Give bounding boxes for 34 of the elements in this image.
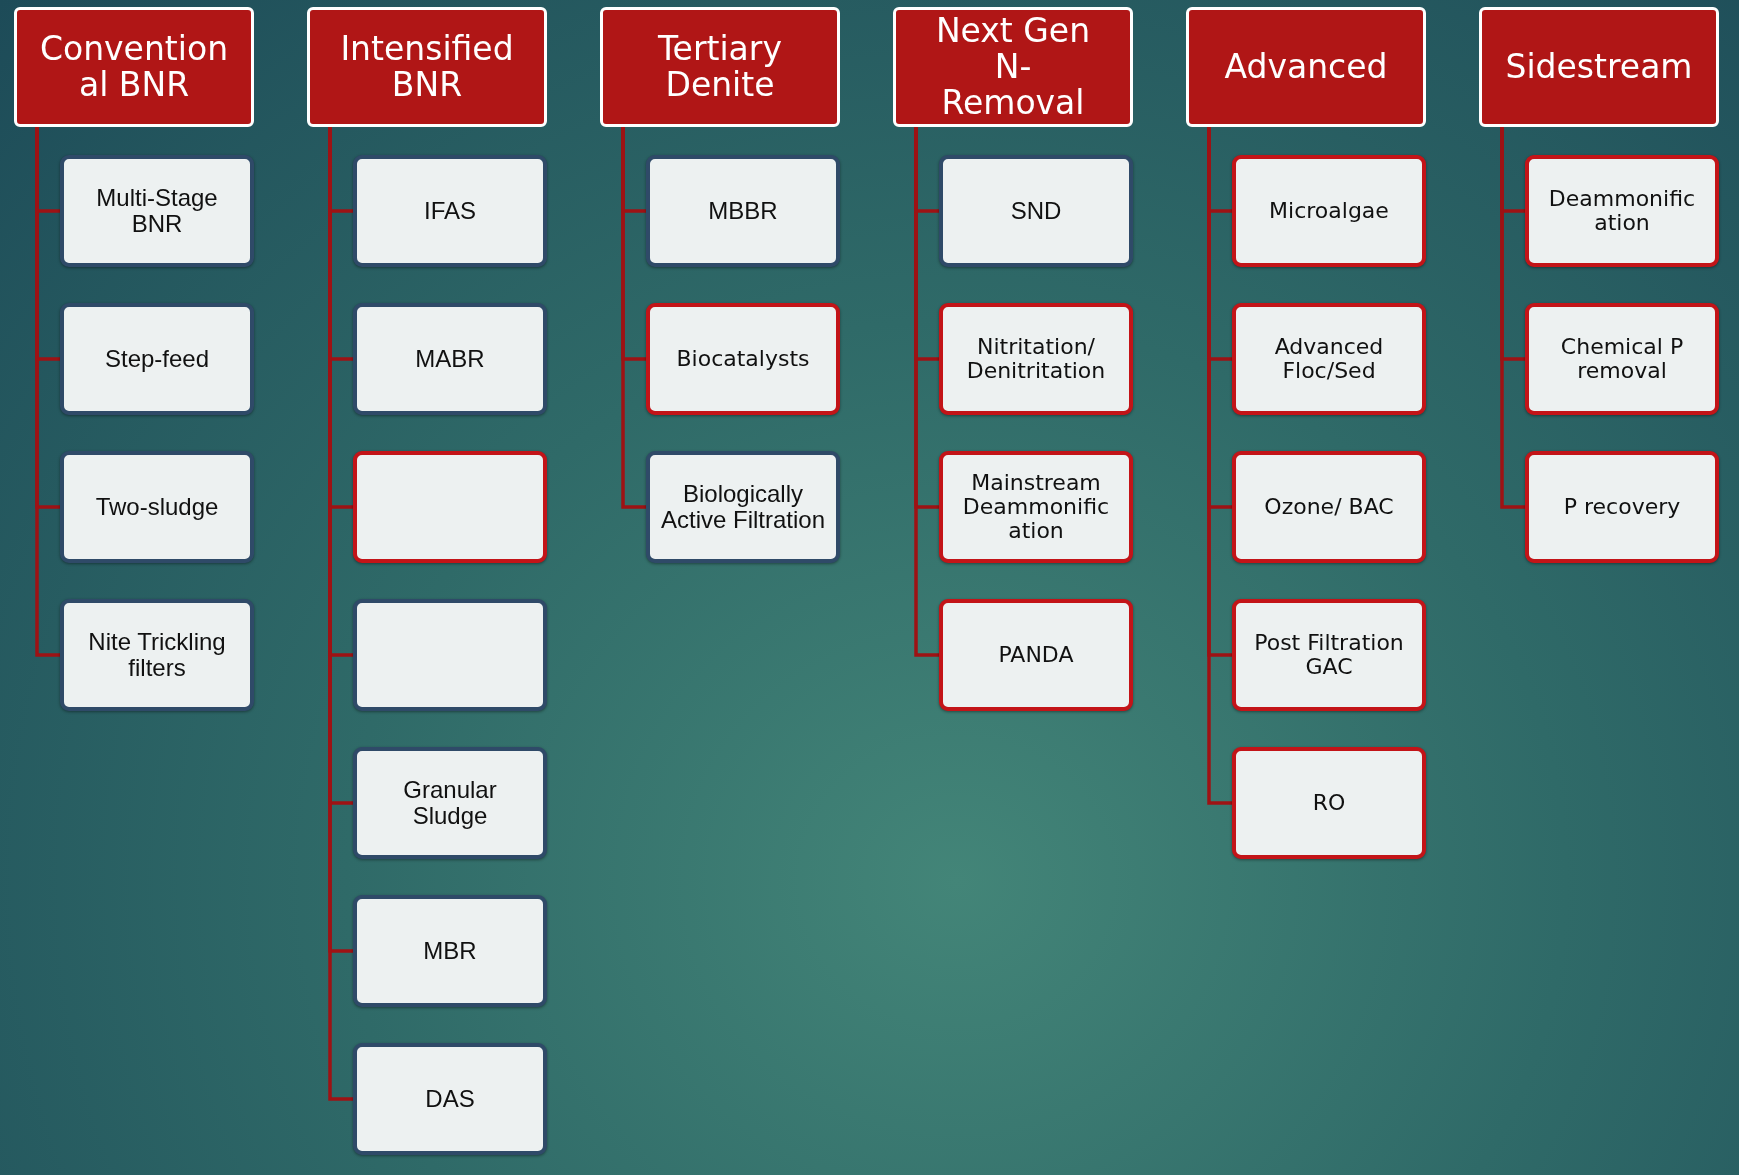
technology-box: Biocatalysts (646, 303, 840, 415)
technology-box: SND (939, 155, 1133, 267)
technology-box: P recovery (1525, 451, 1719, 563)
technology-box: Chemical P removal (1525, 303, 1719, 415)
category-header: Convention al BNR (14, 7, 254, 127)
technology-box: MBR (353, 895, 547, 1007)
category-header: Sidestream (1479, 7, 1719, 127)
technology-box (353, 451, 547, 563)
technology-box: PANDA (939, 599, 1133, 711)
technology-box: Mainstream Deammonific ation (939, 451, 1133, 563)
technology-box: MBBR (646, 155, 840, 267)
technology-box: DAS (353, 1043, 547, 1155)
technology-box: IFAS (353, 155, 547, 267)
technology-box: Biologically Active Filtration (646, 451, 840, 563)
technology-box: Nitritation/ Denitritation (939, 303, 1133, 415)
category-header: Next Gen N-Removal (893, 7, 1133, 127)
category-header: Tertiary Denite (600, 7, 840, 127)
category-header: Advanced (1186, 7, 1426, 127)
technology-box: Deammonific ation (1525, 155, 1719, 267)
technology-box: Advanced Floc/Sed (1232, 303, 1426, 415)
connector-line (1500, 127, 1525, 509)
technology-box: Multi-Stage BNR (60, 155, 254, 267)
technology-box: Granular Sludge (353, 747, 547, 859)
category-header: Intensified BNR (307, 7, 547, 127)
technology-box: Microalgae (1232, 155, 1426, 267)
connector-line (621, 127, 646, 509)
technology-box (353, 599, 547, 711)
technology-box: Post Filtration GAC (1232, 599, 1426, 711)
technology-box: MABR (353, 303, 547, 415)
technology-box: Ozone/ BAC (1232, 451, 1426, 563)
technology-box: Nite Trickling filters (60, 599, 254, 711)
technology-box: Step-feed (60, 303, 254, 415)
technology-box: RO (1232, 747, 1426, 859)
technology-box: Two-sludge (60, 451, 254, 563)
